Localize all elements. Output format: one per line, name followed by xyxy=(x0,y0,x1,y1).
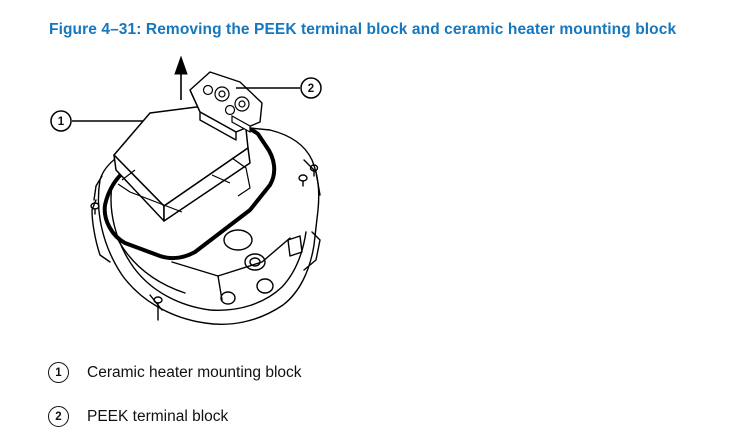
legend-item-1: 1 Ceramic heater mounting block xyxy=(48,362,302,383)
legend-item-2: 2 PEEK terminal block xyxy=(48,406,228,427)
callout-2-number: 2 xyxy=(308,83,314,95)
legend-callout-1: 1 xyxy=(48,362,69,383)
figure-title: Figure 4–31: Removing the PEEK terminal … xyxy=(49,21,677,38)
callout-2-circle xyxy=(300,77,322,99)
legend-label-ceramic-heater: Ceramic heater mounting block xyxy=(87,363,302,381)
legend-label-peek-terminal: PEEK terminal block xyxy=(87,407,229,425)
callout-1-number: 1 xyxy=(58,116,65,128)
instrument-illustration: 1 2 xyxy=(50,55,322,325)
callout-1-circle xyxy=(50,110,72,132)
removal-arrow xyxy=(174,55,188,100)
legend-callout-2: 2 xyxy=(48,406,69,427)
housing-outline xyxy=(97,127,320,325)
